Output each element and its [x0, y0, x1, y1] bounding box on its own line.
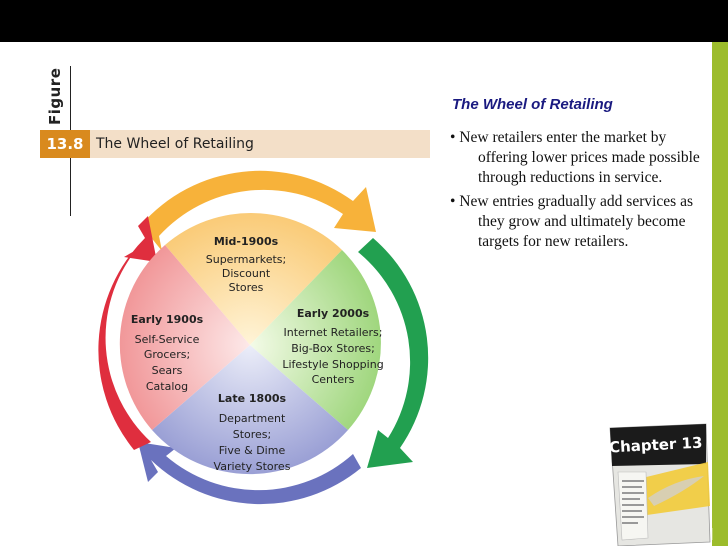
wheel-diagram: Mid-1900s Supermarkets; Discount Stores … — [98, 170, 429, 505]
book-title: Chapter 13 — [609, 434, 703, 457]
segment-top-line: Stores — [229, 281, 264, 294]
segment-left-header: Early 1900s — [131, 313, 204, 326]
segment-top-line: Discount — [222, 267, 271, 280]
segment-bottom — [152, 345, 348, 475]
segment-left — [119, 245, 251, 430]
arrow-top — [141, 170, 376, 251]
segment-bottom-header: Late 1800s — [218, 392, 287, 405]
accent-stripe — [712, 42, 728, 546]
figure-caption-band — [40, 130, 430, 158]
segment-bottom-line: Department — [219, 412, 286, 425]
segment-top — [165, 213, 342, 345]
segment-top-header: Mid-1900s — [214, 235, 279, 248]
bullet-item: • New retailers enter the market by offe… — [450, 129, 700, 186]
segment-left-line: Grocers; — [144, 348, 190, 361]
segment-right-line: Internet Retailers; — [284, 326, 383, 339]
bullet-list: • New retailers enter the market by offe… — [450, 128, 710, 256]
segment-right-line: Centers — [312, 373, 355, 386]
segment-bottom-line: Five & Dime — [219, 444, 286, 457]
segment-right-line: Lifestyle Shopping — [282, 358, 383, 371]
segment-bottom-line: Stores; — [233, 428, 272, 441]
segment-top-line: Supermarkets; — [206, 253, 287, 266]
figure-number: 13.8 — [40, 130, 90, 158]
arrow-left — [98, 216, 157, 450]
segment-right — [250, 250, 381, 430]
arrow-bottom — [138, 442, 361, 505]
figure-title: The Wheel of Retailing — [96, 136, 254, 152]
segment-left-line: Sears — [152, 364, 183, 377]
segment-right-line: Big-Box Stores; — [291, 342, 375, 355]
segment-left-line: Catalog — [146, 380, 188, 393]
segment-left-line: Self-Service — [135, 333, 200, 346]
slide-title: The Wheel of Retailing — [452, 96, 613, 113]
chapter-book-cover: Chapter 13 — [609, 423, 711, 546]
segment-bottom-line: Variety Stores — [214, 460, 291, 473]
arrow-right — [358, 238, 429, 468]
stripe-tick — [712, 528, 713, 540]
segment-right-header: Early 2000s — [297, 307, 370, 320]
bullet-item: • New entries gradually add services as … — [450, 193, 694, 250]
top-bar — [0, 0, 728, 42]
figure-label: Figure — [46, 67, 64, 125]
